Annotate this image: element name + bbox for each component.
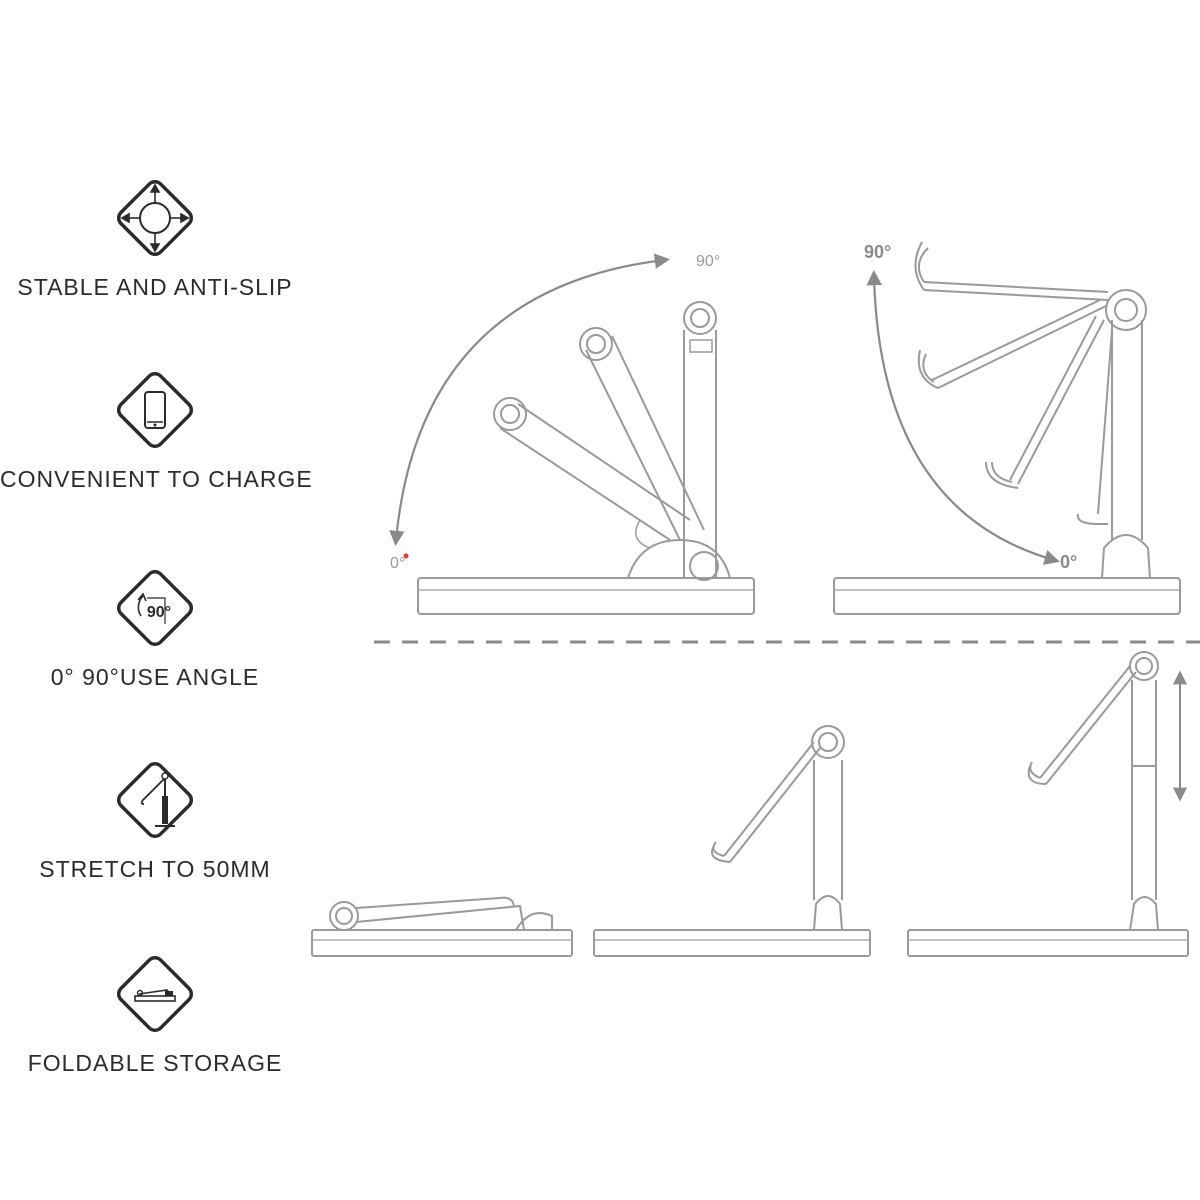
holder-vertical [1097,329,1113,515]
stand-standard [593,725,871,957]
stand-base [417,577,755,615]
telescopic-stand-icon [116,761,194,839]
stand-arm-vertical [683,330,717,578]
stand-arm-middle [585,335,705,541]
rotation-diagram-right [833,241,1181,615]
feature-label: STRETCH TO 50MM [39,856,271,882]
feature-stable: STABLE AND ANTI-SLIP [0,170,310,301]
angle-max-label-left: 90° [696,253,720,270]
stand-pole [1111,320,1143,540]
holder-90 [923,281,1109,301]
compass-arrows-icon [116,179,194,257]
feature-label: CONVENIENT TO CHARGE [0,466,313,492]
stand-arm-low [499,403,691,541]
phone-icon [116,371,194,449]
angle-min-label-right: 0° [1060,552,1077,572]
feature-fold: FOLDABLE STORAGE [0,946,310,1077]
feature-label: STABLE AND ANTI-SLIP [17,274,293,300]
rotation-diagram-left [389,253,755,615]
feature-charge: CONVENIENT TO CHARGE [0,362,313,493]
feature-stretch: STRETCH TO 50MM [0,752,310,883]
feature-label: FOLDABLE STORAGE [27,1050,283,1076]
angle-min-label-left: 0° [390,555,405,572]
holder-low [1009,315,1105,485]
angle-arc-left [389,253,671,547]
angle-max-label-right: 90° [864,242,891,262]
folded-stand-icon [116,955,194,1033]
angle-arc-right [866,269,1060,565]
rotate-90-label: 90° [147,604,171,621]
angle-min-dot [403,553,409,559]
rotate-90-icon: 90° [116,569,194,647]
stand-base [833,577,1181,615]
holder-mid [931,299,1107,389]
feature-label: 0° 90°USE ANGLE [50,664,260,690]
stand-folded [311,896,573,957]
feature-angle: 90° 0° 90°USE ANGLE [0,560,310,691]
stand-extended [907,651,1189,957]
